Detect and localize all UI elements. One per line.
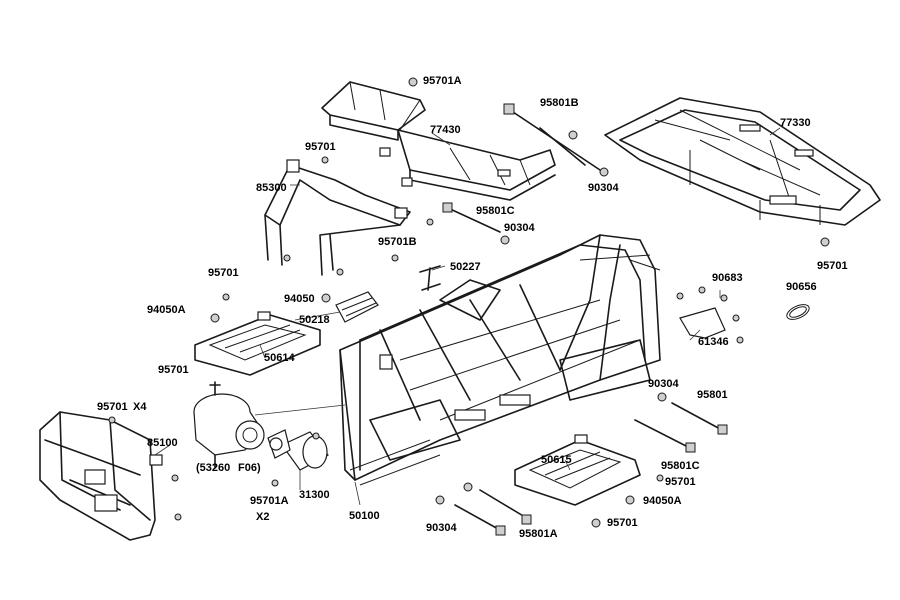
- footrest-50614: [194, 311, 321, 376]
- part-label-95801c: 95801C: [476, 205, 515, 217]
- bolt-95801C-lower: [634, 419, 696, 453]
- part-label-77430: 77430: [430, 124, 461, 136]
- footrest-50615: [514, 434, 641, 506]
- bolt-95801: [671, 402, 728, 435]
- part-label-50218: 50218: [299, 314, 330, 326]
- part-label-50614: 50614: [264, 352, 295, 364]
- part-label-95801b: 95801B: [540, 97, 579, 109]
- part-label-95701: 95701: [665, 476, 696, 488]
- part-label-90304: 90304: [648, 378, 679, 390]
- part-label-90304: 90304: [588, 182, 619, 194]
- part-label-61346: 61346: [698, 336, 729, 348]
- clip-90656: [786, 304, 810, 320]
- quantity-label: X2: [256, 511, 270, 523]
- bracket-50218: [335, 291, 379, 323]
- part-label-94050: 94050: [284, 293, 315, 305]
- part-label-85300: 85300: [256, 182, 287, 194]
- part-label-95701b: 95701B: [378, 236, 417, 248]
- bolt-95801C-upper: [442, 202, 501, 233]
- front-rack-77330: [604, 97, 881, 226]
- starter-motor-31300: [267, 429, 329, 471]
- main-frame-50100: [339, 234, 661, 486]
- part-label-95801a: 95801A: [519, 528, 558, 540]
- leader-lines: [154, 127, 781, 506]
- part-label-95801c: 95801C: [661, 460, 700, 472]
- part-label-95701: 95701: [158, 364, 189, 376]
- quantity-label: X4: [133, 401, 147, 413]
- part-label-94050a: 94050A: [643, 495, 682, 507]
- bolt-95801B-2: [539, 127, 586, 166]
- bracket-50227: [419, 265, 441, 291]
- part-label-31300: 31300: [299, 489, 330, 501]
- bolt-95801A: [454, 489, 532, 536]
- part-label-90656: 90656: [786, 281, 817, 293]
- part-label-95701: 95701: [208, 267, 239, 279]
- part-label-94050a: 94050A: [147, 304, 186, 316]
- part-label-95701: 95701: [97, 401, 128, 413]
- part-label-77330: 77330: [780, 117, 811, 129]
- part-label-95701: 95701: [607, 517, 638, 529]
- cover-61346: [679, 307, 726, 339]
- part-label-90683: 90683: [712, 272, 743, 284]
- part-label-f06: F06): [238, 462, 261, 474]
- part-label-95801: 95801: [697, 389, 728, 401]
- rear-rack-77430: [321, 81, 556, 201]
- part-label-85100: 85100: [147, 437, 178, 449]
- part-label-53260: (53260: [196, 462, 231, 474]
- front-bumper-85100: [39, 411, 163, 541]
- part-label-90304: 90304: [504, 222, 535, 234]
- rear-bracket-85300: [264, 159, 411, 276]
- part-label-90304: 90304: [426, 522, 457, 534]
- gearbox-53260: [193, 381, 265, 469]
- part-label-50615: 50615: [541, 454, 572, 466]
- part-label-95701: 95701: [305, 141, 336, 153]
- part-label-50100: 50100: [349, 510, 380, 522]
- part-label-95701: 95701: [817, 260, 848, 272]
- part-label-95701a: 95701A: [250, 495, 289, 507]
- fasteners: [108, 77, 830, 528]
- part-label-95701a: 95701A: [423, 75, 462, 87]
- part-label-50227: 50227: [450, 261, 481, 273]
